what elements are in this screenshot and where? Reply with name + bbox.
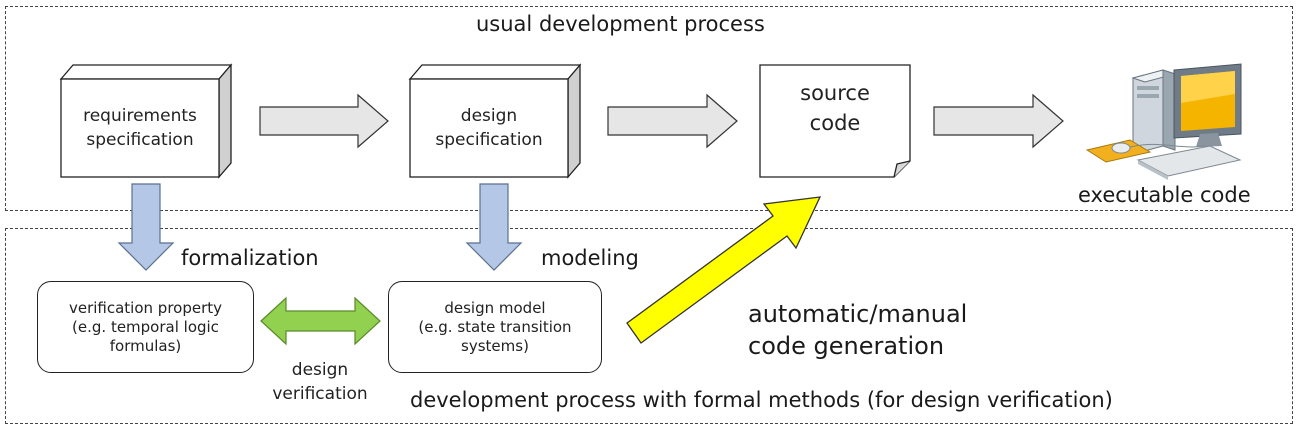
formal-process-title: development process with formal methods … xyxy=(410,388,1113,412)
requirements-spec-label: requirements specification xyxy=(61,79,219,177)
arrow-design-to-source xyxy=(607,93,738,149)
verification-property-line-3: formulas) xyxy=(109,336,182,355)
design-spec-label: design specification xyxy=(410,79,568,177)
arrow-req-to-design xyxy=(259,93,389,149)
design-model-line-1: design model xyxy=(444,298,546,317)
arrow-formalization xyxy=(117,183,175,271)
code-generation-line-2: code generation xyxy=(748,332,945,360)
source-code-line-2: code xyxy=(809,111,861,135)
verification-property-box: verification property (e.g. temporal log… xyxy=(37,281,254,373)
source-code-label: source code xyxy=(760,72,910,144)
verification-property-line-2: (e.g. temporal logic xyxy=(72,317,219,336)
code-generation-line-1: automatic/manual xyxy=(748,300,968,328)
design-model-box: design model (e.g. state transition syst… xyxy=(388,281,602,373)
design-verification-label: design verification xyxy=(255,357,385,407)
verification-property-line-1: verification property xyxy=(68,298,223,317)
arrow-design-verification xyxy=(260,296,381,346)
executable-code-label: executable code xyxy=(1078,183,1251,207)
formalization-label: formalization xyxy=(181,246,319,270)
design-verification-line-1: design xyxy=(291,360,349,380)
design-model-line-2: (e.g. state transition xyxy=(418,317,572,336)
design-spec-line-2: specification xyxy=(435,130,543,150)
requirements-box-shape xyxy=(59,63,233,179)
requirements-line-2: specification xyxy=(86,130,194,150)
requirements-line-1: requirements xyxy=(83,106,197,126)
formal-process-region xyxy=(5,228,1293,424)
arrow-modeling xyxy=(465,183,523,271)
code-generation-label: automatic/manual code generation xyxy=(748,298,967,362)
source-code-shape xyxy=(759,64,911,178)
design-model-line-3: systems) xyxy=(461,336,529,355)
usual-process-title: usual development process xyxy=(476,12,765,36)
design-verification-line-2: verification xyxy=(272,384,368,404)
design-spec-line-1: design xyxy=(460,106,518,126)
usual-process-region xyxy=(5,6,1293,211)
arrow-source-to-executable xyxy=(933,93,1064,149)
design-box-shape xyxy=(408,63,582,179)
computer-icon xyxy=(1085,63,1242,180)
modeling-label: modeling xyxy=(541,246,639,270)
source-code-line-1: source xyxy=(800,81,870,105)
arrow-code-generation xyxy=(626,196,822,344)
